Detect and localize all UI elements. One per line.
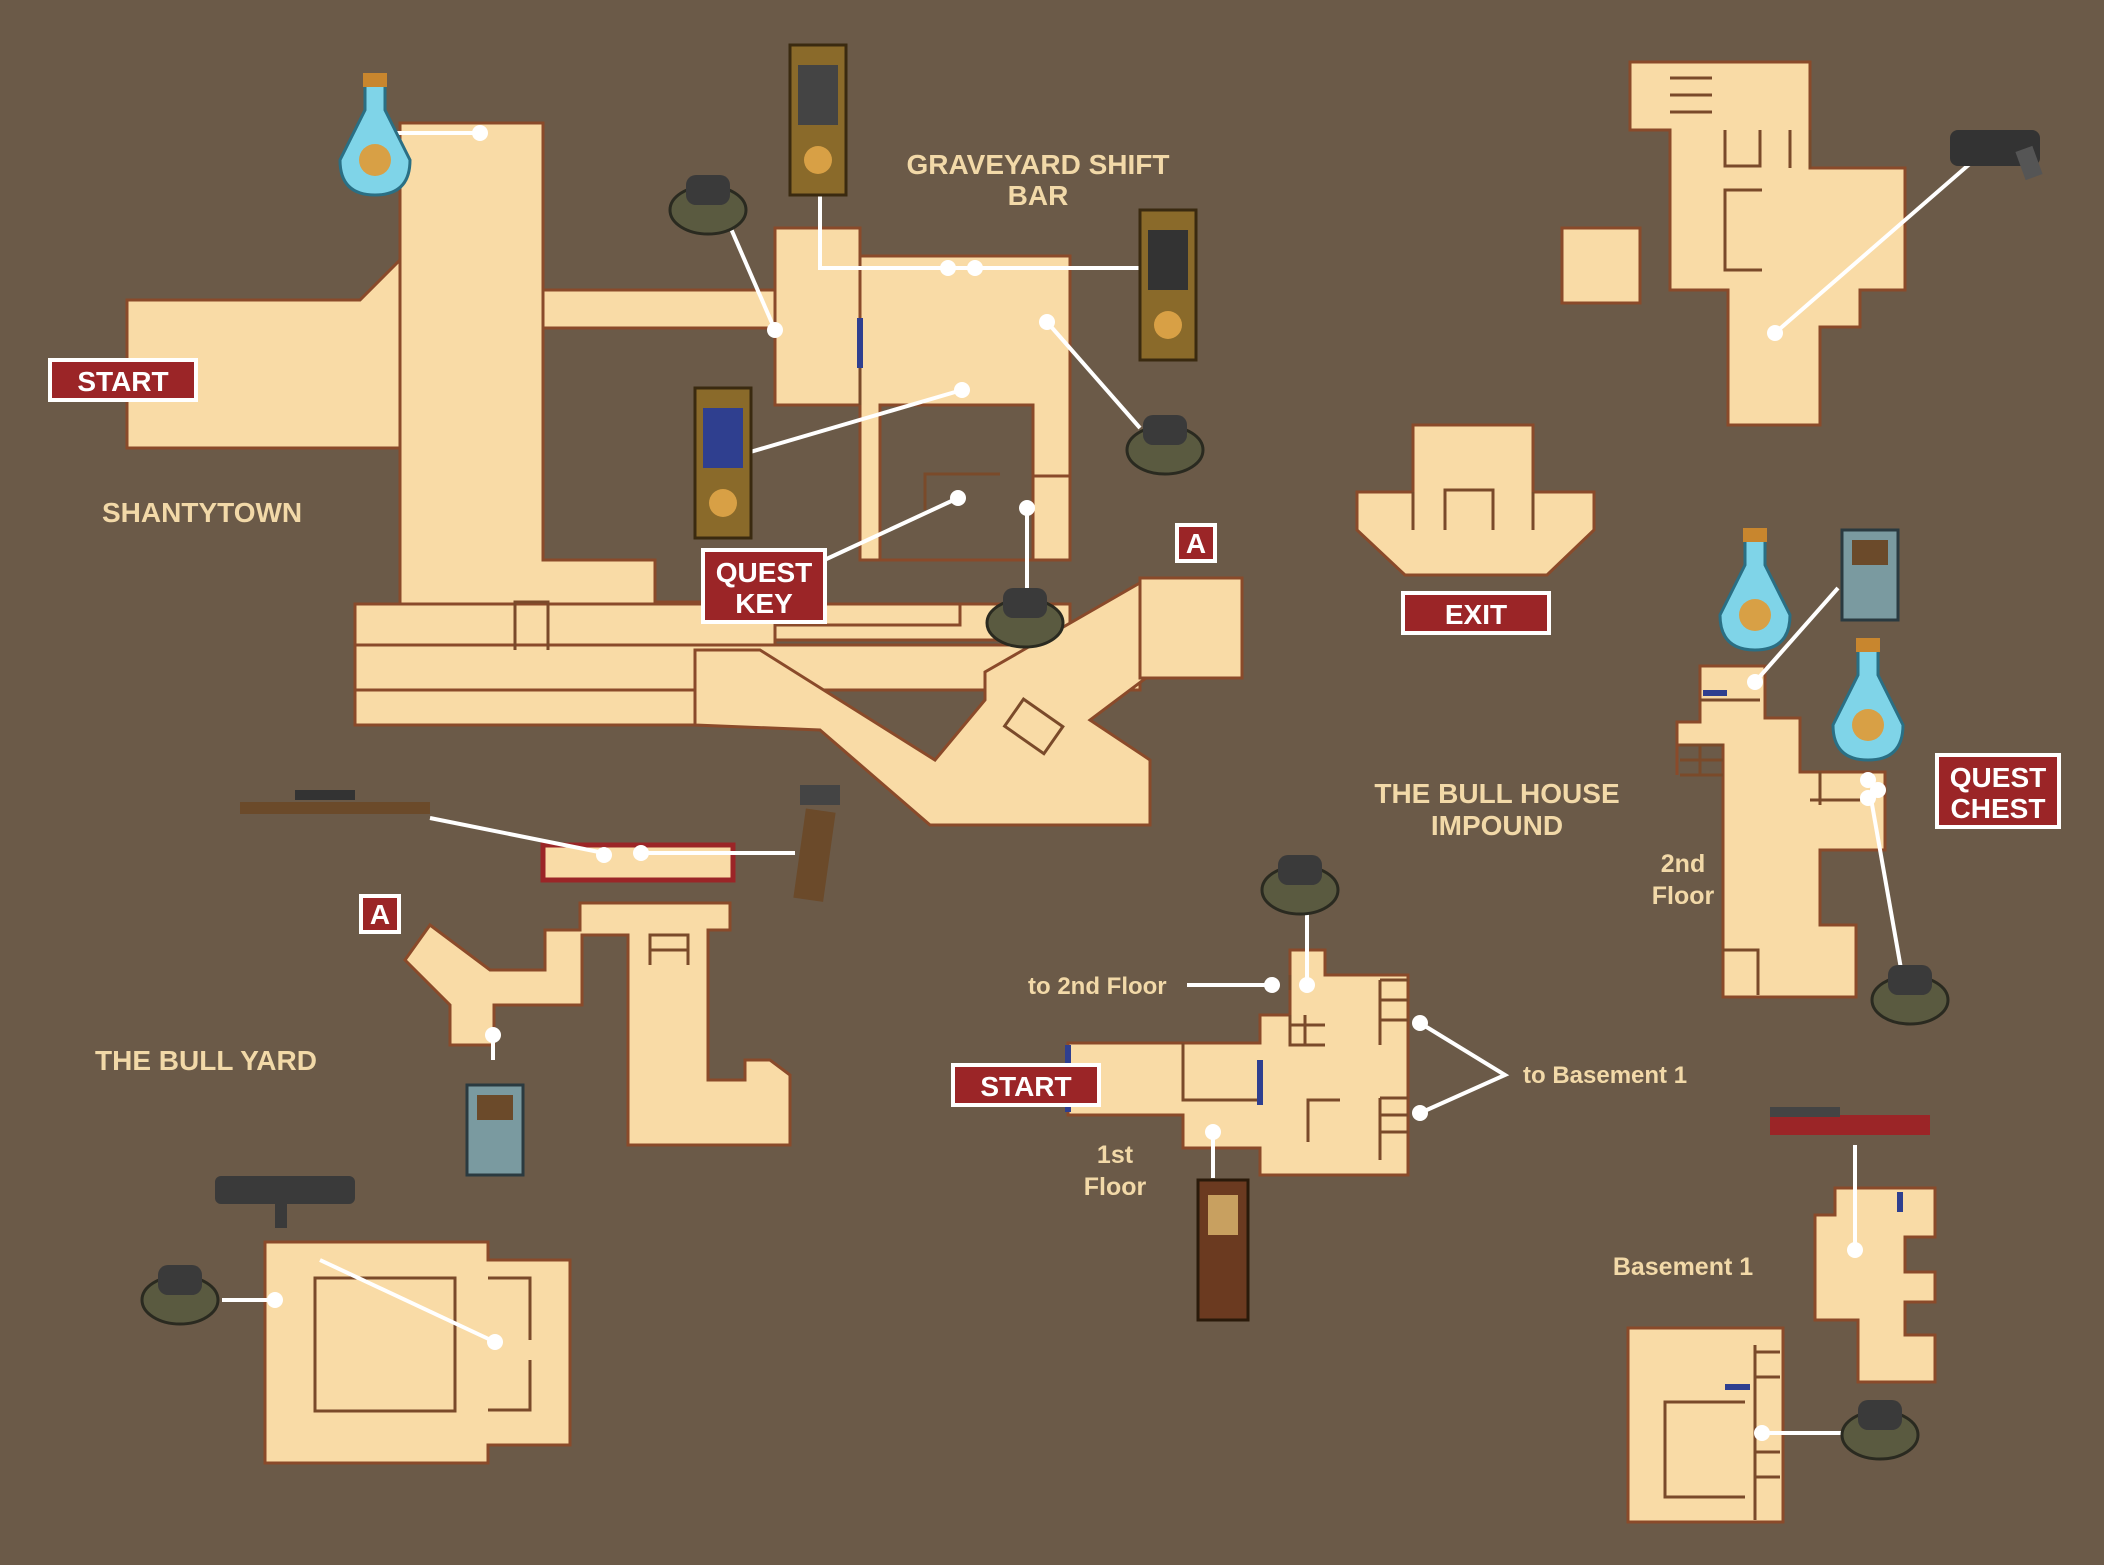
shantytown-floorplan [125, 121, 1244, 827]
voxophone-icon [140, 1265, 220, 1326]
top-right-building-floorplan [1560, 60, 1907, 427]
bull-house-basement-floorplan [1626, 1186, 1937, 1524]
voxophone-icon [1840, 1400, 1920, 1461]
quest-key-badge-line2: KEY [735, 588, 793, 619]
area-label-bull-house-line1: THE BULL HOUSE [1374, 778, 1619, 809]
callout-to-2nd-floor: to 2nd Floor [1028, 973, 1167, 1000]
quest-chest-badge-line2: CHEST [1951, 793, 2046, 824]
floor-label-1st-line1: 1st [1097, 1141, 1134, 1169]
connector-lines [222, 125, 1982, 1441]
voxophone-icon [1870, 965, 1950, 1026]
vending-machine-icon [693, 386, 753, 540]
bull-house-1st-floor-floorplan [1065, 948, 1410, 1177]
floor-label-2nd-line2: Floor [1652, 882, 1715, 910]
marker-a-bottom: A [359, 894, 401, 934]
start-badge-bull-house: START [951, 1063, 1101, 1107]
area-label-graveyard-line2: BAR [1008, 180, 1069, 211]
vending-machine-icon [1196, 1178, 1250, 1322]
area-label-graveyard-line1: GRAVEYARD SHIFT [907, 149, 1170, 180]
floor-label-basement: Basement 1 [1613, 1253, 1753, 1281]
loot-chest-icon [465, 1083, 525, 1177]
quest-key-badge-line1: QUEST [716, 557, 812, 588]
weapon-icon [1770, 1107, 1930, 1135]
marker-a-bottom-label: A [370, 899, 390, 930]
floor-label-2nd-line1: 2nd [1661, 850, 1705, 878]
quest-key-badge: QUEST KEY [701, 548, 827, 624]
exit-badge: EXIT [1401, 591, 1551, 635]
loot-chest-icon [1840, 528, 1900, 622]
start-badge-bull-house-label: START [980, 1071, 1071, 1102]
weapon-icon [1950, 130, 2043, 181]
quest-chest-badge: QUEST CHEST [1935, 753, 2061, 829]
salt-potion-icon [1831, 638, 1905, 762]
marker-a-top-label: A [1186, 528, 1206, 559]
start-badge-shantytown: START [48, 358, 198, 402]
bull-house-2nd-floor-floorplan [1675, 664, 1887, 999]
exit-building-floorplan [1355, 423, 1596, 577]
area-label-bull-house-line2: IMPOUND [1431, 810, 1563, 841]
salt-potion-icon [338, 73, 412, 197]
salt-potion-icon [1718, 528, 1792, 652]
vending-machine-icon [788, 43, 848, 197]
weapon-icon [240, 790, 430, 814]
weapon-icon [215, 1176, 355, 1228]
start-badge-shantytown-label: START [77, 366, 168, 397]
callout-to-basement-1: to Basement 1 [1523, 1062, 1687, 1089]
quest-chest-badge-line1: QUEST [1950, 762, 2046, 793]
floor-label-1st-line2: Floor [1084, 1173, 1147, 1201]
exit-badge-label: EXIT [1445, 599, 1507, 630]
area-label-shantytown: SHANTYTOWN [102, 497, 302, 528]
weapon-icon [793, 785, 840, 902]
voxophone-icon [1125, 415, 1205, 476]
bull-yard-floorplan [263, 842, 792, 1465]
area-label-bull-yard: THE BULL YARD [95, 1045, 317, 1076]
vending-machine-icon [1138, 208, 1198, 362]
voxophone-icon [668, 175, 748, 236]
marker-a-top: A [1175, 523, 1217, 563]
voxophone-icon [985, 588, 1065, 649]
voxophone-icon [1260, 855, 1340, 916]
